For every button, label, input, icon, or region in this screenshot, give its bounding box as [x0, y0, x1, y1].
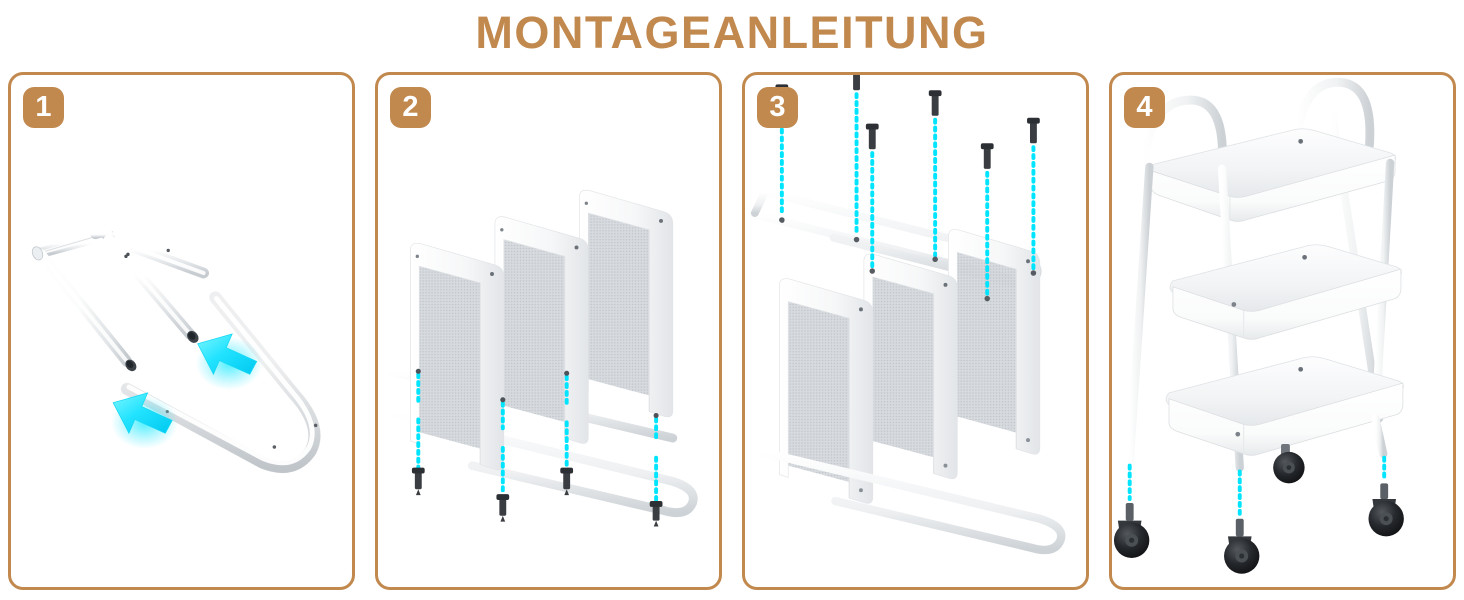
step-badge-2: 2	[390, 87, 431, 128]
caster-2	[1224, 469, 1260, 574]
screw-2	[853, 75, 860, 236]
assembly-direction-arrow-2	[111, 392, 179, 449]
screw-1	[411, 417, 425, 496]
screw-assembly-group	[411, 368, 663, 527]
basket-front-left	[410, 242, 505, 471]
step-panel-4: 4	[1109, 72, 1456, 590]
screw-3	[560, 420, 574, 496]
screw-assembly-group-top	[775, 75, 1040, 302]
cart-leg-rear-right-lower	[1371, 414, 1388, 459]
screw-6	[1027, 117, 1040, 272]
base-frame-tubes	[31, 227, 321, 474]
step-3-illustration	[745, 75, 1086, 587]
screw-4	[649, 455, 663, 527]
caster-install-group	[1113, 455, 1404, 574]
step-2-illustration	[378, 75, 719, 587]
cart-tray-middle	[1169, 244, 1402, 340]
step-badge-1: 1	[23, 87, 64, 128]
cart-handles	[1139, 77, 1375, 172]
assembly-direction-arrow-1	[195, 333, 263, 390]
cart-leg-front-left	[1125, 162, 1154, 466]
caster-attached-rear	[1273, 444, 1305, 484]
step-badge-3: 3	[757, 87, 798, 128]
step-panel-3: 3	[742, 72, 1089, 590]
basket-middle	[863, 253, 958, 480]
step-panel-1: 1	[8, 72, 355, 590]
step-1-illustration	[11, 75, 352, 587]
basket-rear-right	[579, 189, 674, 418]
cart-tray-top	[1147, 128, 1396, 222]
screw-3	[928, 90, 942, 258]
screw-2	[496, 445, 510, 522]
basket-front-left	[779, 278, 874, 504]
step-badge-4: 4	[1124, 87, 1165, 128]
cart-tray-bottom	[1165, 356, 1404, 456]
caster-3	[1368, 455, 1404, 537]
screw-4	[865, 123, 879, 270]
basket-rear-right	[948, 229, 1041, 455]
step-4-illustration	[1112, 75, 1453, 587]
bottom-base-frame	[756, 447, 1066, 555]
page-title: MONTAGEANLEITUNG	[475, 7, 989, 58]
caster-1	[1113, 463, 1150, 559]
basket-middle	[494, 216, 589, 444]
step-panel-2: 2	[375, 72, 722, 590]
